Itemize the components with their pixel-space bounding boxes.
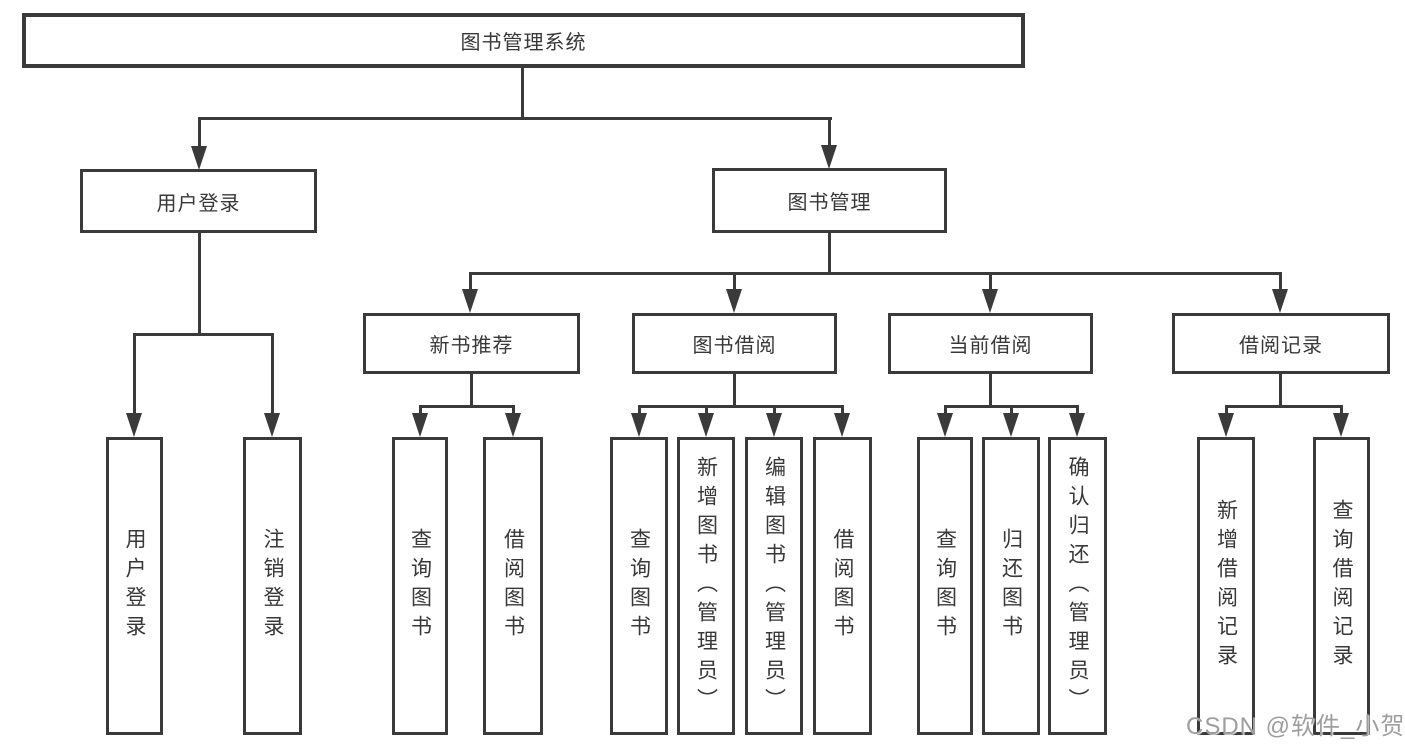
leaf-label: 查询借阅记录 [1330,499,1353,673]
leaf-label: 确认归还（管理员） [1066,455,1089,717]
arrow-down-icon [631,413,647,437]
connector-line [1225,405,1343,408]
leaf-add-borrow-record: 新增借阅记录 [1197,437,1255,735]
node-book-management: 图书管理 [712,168,947,233]
connector-line [470,372,473,407]
connector-line [705,405,708,419]
arrow-down-icon [1069,413,1085,437]
leaf-query-books-borrowing: 查询图书 [610,437,668,735]
node-label: 图书借阅 [692,335,777,357]
connector-line [469,272,472,294]
connector-line [1010,405,1013,419]
connector-line [773,405,776,419]
connector-line [198,117,832,120]
arrow-down-icon [1272,289,1288,313]
leaf-query-books-recommend: 查询图书 [392,437,448,735]
node-label: 图书管理系统 [460,32,587,54]
node-current-borrowing: 当前借阅 [888,313,1093,374]
connector-line [989,372,992,407]
connector-line [638,405,844,408]
leaf-add-book-admin: 新增图书（管理员） [677,437,735,735]
connector-line [133,333,274,336]
connector-line [1279,272,1282,294]
arrow-down-icon [726,289,742,313]
leaf-borrow-books-recommend: 借阅图书 [483,437,543,735]
connector-line [521,66,524,119]
node-book-borrowing: 图书借阅 [632,313,837,374]
connector-line [512,405,515,419]
node-user-login-group: 用户登录 [80,169,317,233]
arrow-down-icon [191,146,207,170]
connector-line [198,117,201,150]
leaf-label: 注销登录 [261,528,284,644]
arrow-down-icon [1333,413,1349,437]
connector-line [133,333,136,417]
connector-line [733,372,736,407]
arrow-down-icon [766,413,782,437]
connector-line [828,117,831,150]
arrow-down-icon [834,413,850,437]
leaf-label: 归还图书 [999,528,1023,644]
arrow-down-icon [412,413,428,437]
connector-line [733,272,736,294]
leaf-label: 借阅图书 [501,528,525,644]
leaf-user-login: 用户登录 [106,437,163,735]
connector-line [1225,405,1228,419]
arrow-down-icon [505,413,521,437]
arrow-down-icon [698,413,714,437]
csdn-watermark: CSDN @软件_小贺同学 [1186,713,1405,740]
connector-line [989,272,992,294]
connector-line [419,405,515,408]
arrow-down-icon [462,289,478,313]
node-library-system: 图书管理系统 [22,13,1025,68]
node-label: 用户登录 [156,192,241,215]
arrow-down-icon [264,413,280,437]
connector-line [198,231,201,335]
node-label: 图书管理 [787,192,872,214]
connector-line [944,405,947,419]
arrow-down-icon [126,413,142,437]
connector-line [419,405,422,419]
leaf-query-books-current: 查询图书 [917,437,973,735]
leaf-return-book: 归还图书 [982,437,1040,735]
arrow-down-icon [1003,413,1019,437]
leaf-label: 查询图书 [627,528,651,644]
connector-line [841,405,844,419]
arrow-down-icon [982,289,998,313]
node-label: 新书推荐 [429,335,514,357]
leaf-borrow-books-borrowing: 借阅图书 [813,437,872,735]
leaf-label: 查询图书 [933,528,957,644]
leaf-label: 借阅图书 [831,528,854,644]
arrow-down-icon [937,413,953,437]
arrow-down-icon [821,145,837,169]
connector-line [1340,405,1343,419]
leaf-label: 新增借阅记录 [1214,499,1238,673]
leaf-logout: 注销登录 [243,437,302,735]
leaf-label: 用户登录 [123,528,146,644]
connector-line [1279,372,1282,407]
node-label: 当前借阅 [948,335,1033,357]
leaf-query-borrow-record: 查询借阅记录 [1313,437,1370,735]
connector-line [469,272,1282,275]
leaf-label: 查询图书 [408,528,432,644]
node-label: 借阅记录 [1239,335,1323,357]
leaf-confirm-return-admin: 确认归还（管理员） [1048,437,1107,735]
connector-line [828,231,831,275]
leaf-label: 编辑图书（管理员） [762,455,786,717]
arrow-down-icon [1218,413,1234,437]
node-borrow-records: 借阅记录 [1172,313,1390,374]
connector-line [271,333,274,417]
connector-line [638,405,641,419]
leaf-label: 新增图书（管理员） [694,455,718,717]
leaf-edit-book-admin: 编辑图书（管理员） [745,437,803,735]
node-new-book-recommend: 新书推荐 [363,313,580,374]
connector-line [1076,405,1079,419]
